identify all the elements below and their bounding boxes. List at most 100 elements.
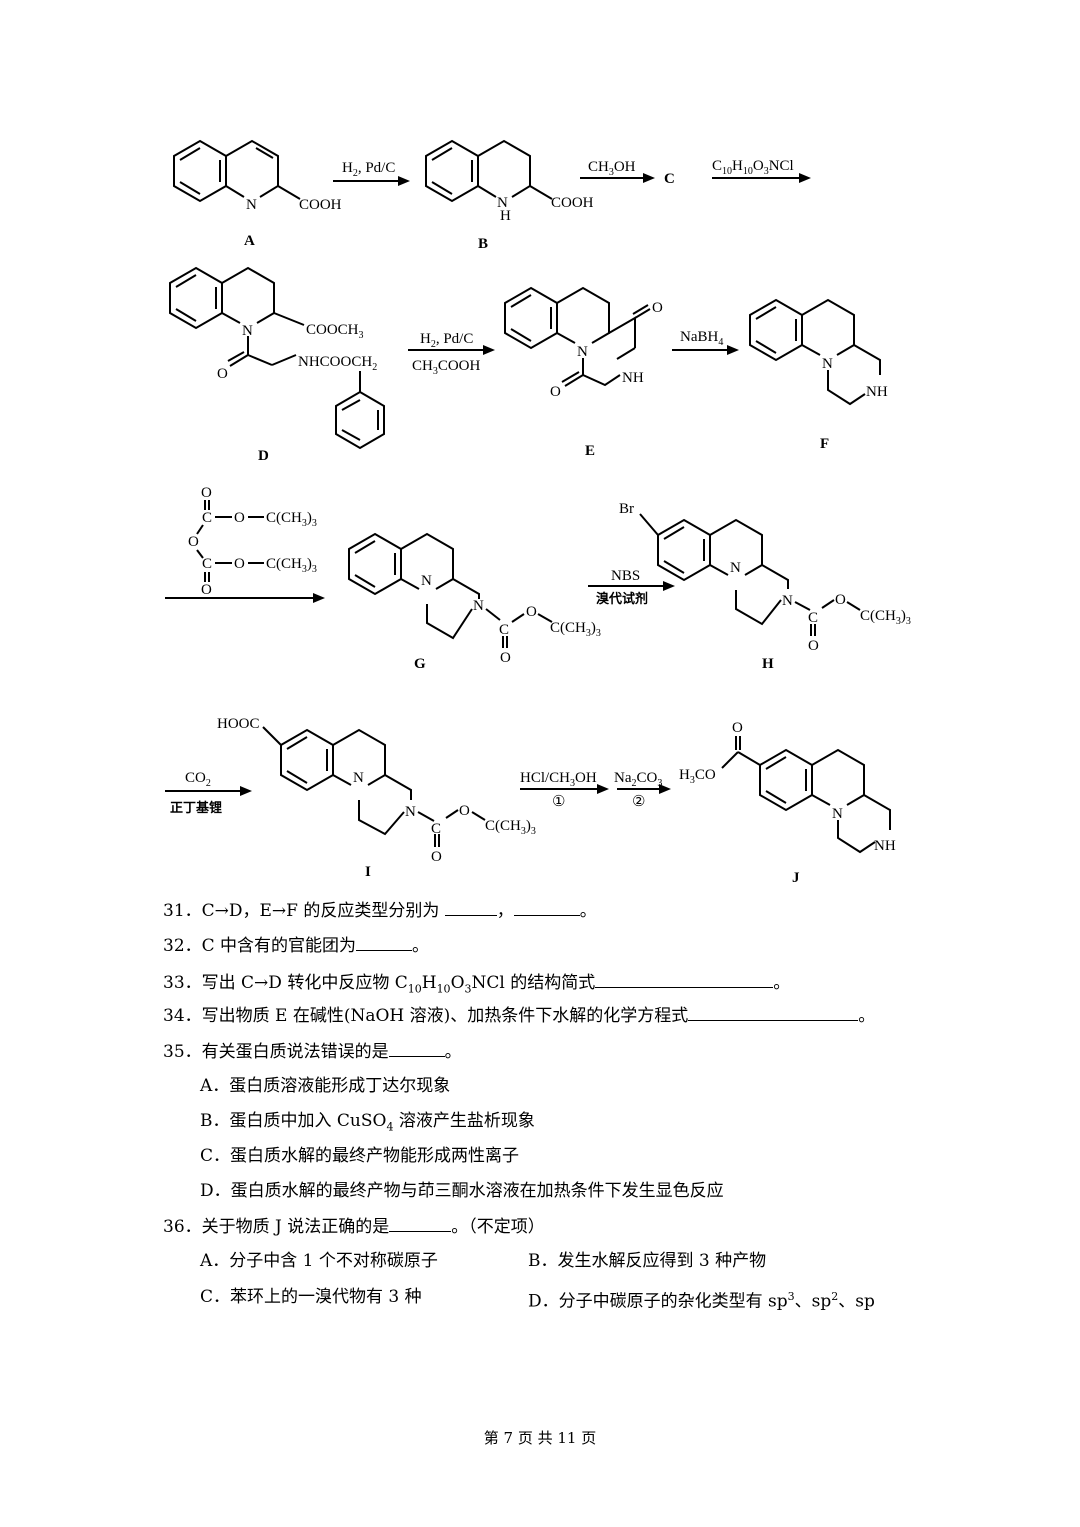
question-32: 32．C 中含有的官能团为。 <box>163 934 430 956</box>
atom-o: O <box>459 803 470 819</box>
substituent-tbu: C(CH3)3 <box>860 608 911 627</box>
svg-text:C(CH3)3: C(CH3)3 <box>266 556 317 575</box>
compound-G: N N C O O C(CH3)3 G <box>348 532 601 672</box>
svg-text:O: O <box>234 556 245 572</box>
arrow-H-I: CO2 正丁基锂 <box>165 770 252 816</box>
substituent-tbu: C(CH3)3 <box>485 818 536 837</box>
arrow-A-B: H2, Pd/C <box>333 160 410 186</box>
question-text: 35．有关蛋白质说法错误的是 <box>163 1042 389 1062</box>
question-text: 33．写出 C→D 转化中反应物 C <box>163 973 408 993</box>
atom-nh: NH <box>874 838 896 854</box>
atom-n: N <box>242 323 253 339</box>
step-2: ② <box>632 794 645 810</box>
atom-n: N <box>405 804 416 820</box>
reagent-n-butyllithium: 正丁基锂 <box>170 800 222 816</box>
option-35-A[interactable]: A．蛋白质溶液能形成丁达尔现象 <box>200 1076 451 1096</box>
atom-n: N <box>782 593 793 609</box>
atom-o: O <box>526 604 537 620</box>
substituent-h3co: H3CO <box>679 767 716 786</box>
atom-n: N <box>822 356 833 372</box>
svg-text:O: O <box>188 534 199 550</box>
option-35-D[interactable]: D．蛋白质水解的最终产物与茚三酮水溶液在加热条件下发生显色反应 <box>200 1181 724 1201</box>
option-35-C[interactable]: C．蛋白质水解的最终产物能形成两性离子 <box>200 1146 520 1166</box>
label-C: C <box>664 171 675 187</box>
atom-n: N <box>473 598 484 614</box>
label-F: F <box>820 436 829 452</box>
option-36-D[interactable]: D．分子中碳原子的杂化类型有 sp3、sp2、sp <box>528 1290 875 1312</box>
reagent-brominating-agent: 溴代试剂 <box>596 591 648 607</box>
atom-n: N <box>246 197 257 213</box>
atom-c: C <box>499 622 509 638</box>
question-text: 36．关于物质 J 说法正确的是 <box>163 1217 390 1237</box>
svg-text:C: C <box>202 556 212 572</box>
svg-text:O: O <box>234 510 245 526</box>
reagent-hcl-ch3oh: HCl/CH3OH <box>520 770 597 789</box>
compound-I: HOOC N N C O O C(CH3)3 I <box>217 716 536 880</box>
compound-E: N O NH O E <box>504 286 663 459</box>
answer-blank[interactable] <box>389 1215 452 1232</box>
svg-text:O: O <box>201 485 212 501</box>
atom-o: O <box>732 720 743 736</box>
atom-o: O <box>500 650 511 666</box>
label-A: A <box>244 233 255 249</box>
answer-blank[interactable] <box>513 899 580 916</box>
arrow-G-H: NBS 溴代试剂 <box>588 568 675 607</box>
svg-text:C: C <box>202 510 212 526</box>
reagent-nabh4: NaBH4 <box>680 329 723 348</box>
arrow-F-G <box>165 593 325 603</box>
reagent-c10h10o3ncl: C10H10O3NCl <box>712 158 794 177</box>
compound-H: Br N N C O O C(CH3)3 H <box>619 501 911 672</box>
atom-nh: NH <box>622 370 644 386</box>
page-footer: 第 7 页 共 11 页 <box>483 1429 597 1447</box>
answer-blank[interactable] <box>388 1040 445 1057</box>
label-E: E <box>585 443 595 459</box>
option-36-C[interactable]: C．苯环上的一溴代物有 3 种 <box>200 1287 422 1307</box>
compound-F: N NH F <box>749 298 888 452</box>
step-1: ① <box>552 794 565 810</box>
compound-J: O H3CO N NH J <box>679 720 896 886</box>
reagent-ch3cooh: CH3COOH <box>412 358 481 377</box>
atom-n: N <box>577 344 588 360</box>
label-J: J <box>792 870 800 886</box>
reagent-co2: CO2 <box>185 770 211 789</box>
svg-text:C(CH3)3: C(CH3)3 <box>266 510 317 529</box>
question-31: 31．C→D，E→F 的反应类型分别为 ，。 <box>163 899 597 921</box>
label-B: B <box>478 236 488 252</box>
atom-n: N <box>497 195 508 211</box>
option-35-B[interactable]: B．蛋白质中加入 CuSO4 溶液产生盐析现象 <box>200 1111 535 1134</box>
arrow-D-E: H2, Pd/C CH3COOH <box>408 331 495 377</box>
atom-c: C <box>808 610 818 626</box>
atom-o: O <box>808 638 819 654</box>
arrow-E-F: NaBH4 <box>672 329 739 355</box>
reagent-h2-pdc: H2, Pd/C <box>420 331 473 350</box>
arrow-I-J: HCl/CH3OH ① Na2CO3 ② <box>520 770 671 810</box>
compound-B: N H COOH B <box>425 139 594 252</box>
substituent-hooc: HOOC <box>217 716 260 732</box>
answer-blank[interactable] <box>444 899 497 916</box>
question-text: 31．C→D，E→F 的反应类型分别为 <box>163 901 440 921</box>
svg-text:O: O <box>201 582 212 598</box>
label-H: H <box>762 656 774 672</box>
compound-D: N COOCH3 O NHCOOCH2 D <box>169 266 385 464</box>
reagent-na2co3: Na2CO3 <box>614 770 662 789</box>
answer-blank[interactable] <box>595 971 774 988</box>
reagent-nbs: NBS <box>611 568 640 584</box>
question-text: 32．C 中含有的官能团为 <box>163 936 357 956</box>
answer-blank[interactable] <box>356 934 413 951</box>
substituent-cooh: COOH <box>551 195 594 211</box>
option-36-B[interactable]: B．发生水解反应得到 3 种产物 <box>528 1251 767 1271</box>
label-I: I <box>365 864 371 880</box>
answer-blank[interactable] <box>688 1004 859 1021</box>
reagent-boc2o: O C O C(CH3)3 O C O C(CH3)3 O <box>188 485 317 598</box>
reaction-scheme: N COOH A H2, Pd/C N H COOH B CH3OH C C10… <box>165 139 911 886</box>
substituent-nhcooch2: NHCOOCH2 <box>298 354 377 373</box>
atom-br: Br <box>619 501 634 517</box>
reagent-h2-pdc: H2, Pd/C <box>342 160 395 179</box>
atom-o: O <box>835 592 846 608</box>
option-36-A[interactable]: A．分子中含 1 个不对称碳原子 <box>200 1251 438 1271</box>
atom-o: O <box>217 366 228 382</box>
question-35: 35．有关蛋白质说法错误的是。 <box>163 1040 462 1062</box>
arrow-C-D: C10H10O3NCl <box>712 158 811 183</box>
arrow-B-C: CH3OH C <box>580 159 675 187</box>
compound-A: N COOH A <box>173 139 342 249</box>
